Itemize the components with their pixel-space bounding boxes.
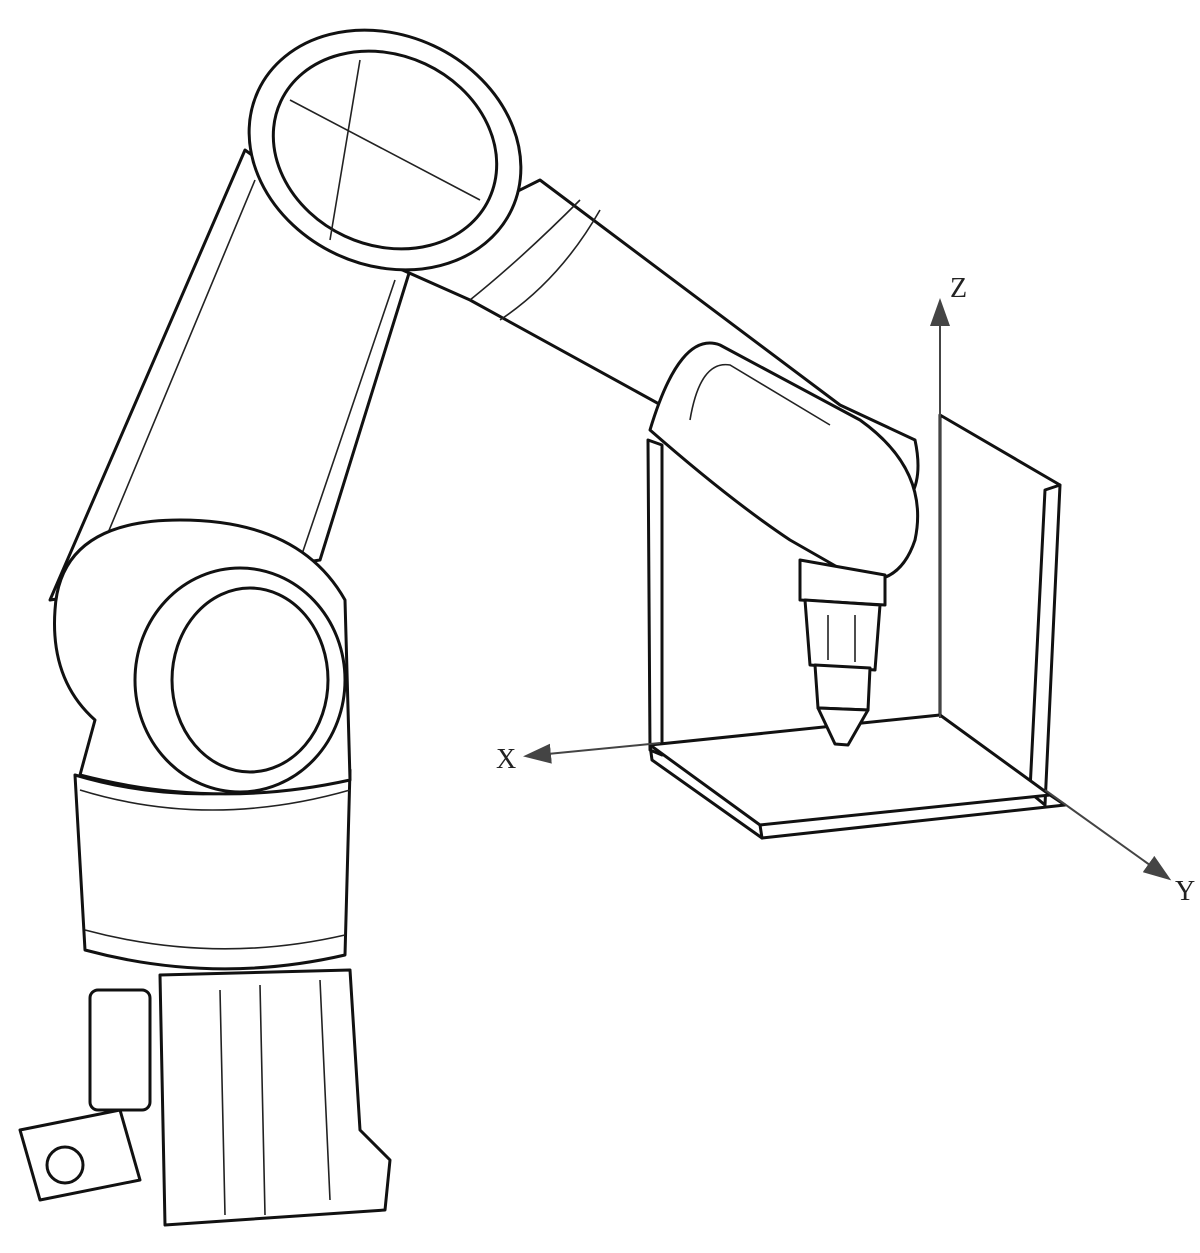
shoulder-joint xyxy=(53,518,352,796)
forearm xyxy=(378,178,920,582)
z-axis-label: Z xyxy=(950,273,967,304)
elbow-joint xyxy=(247,28,523,272)
y-axis-label: Y xyxy=(1175,876,1195,907)
fixture-box xyxy=(646,413,1067,840)
x-axis-label: X xyxy=(496,744,516,775)
x-axis xyxy=(523,742,661,764)
coordinate-axes: Z X Y xyxy=(496,273,1195,907)
y-axis xyxy=(1044,789,1172,881)
robot-body xyxy=(73,768,352,971)
robot-base xyxy=(18,968,392,1227)
end-effector-tool xyxy=(798,558,887,747)
